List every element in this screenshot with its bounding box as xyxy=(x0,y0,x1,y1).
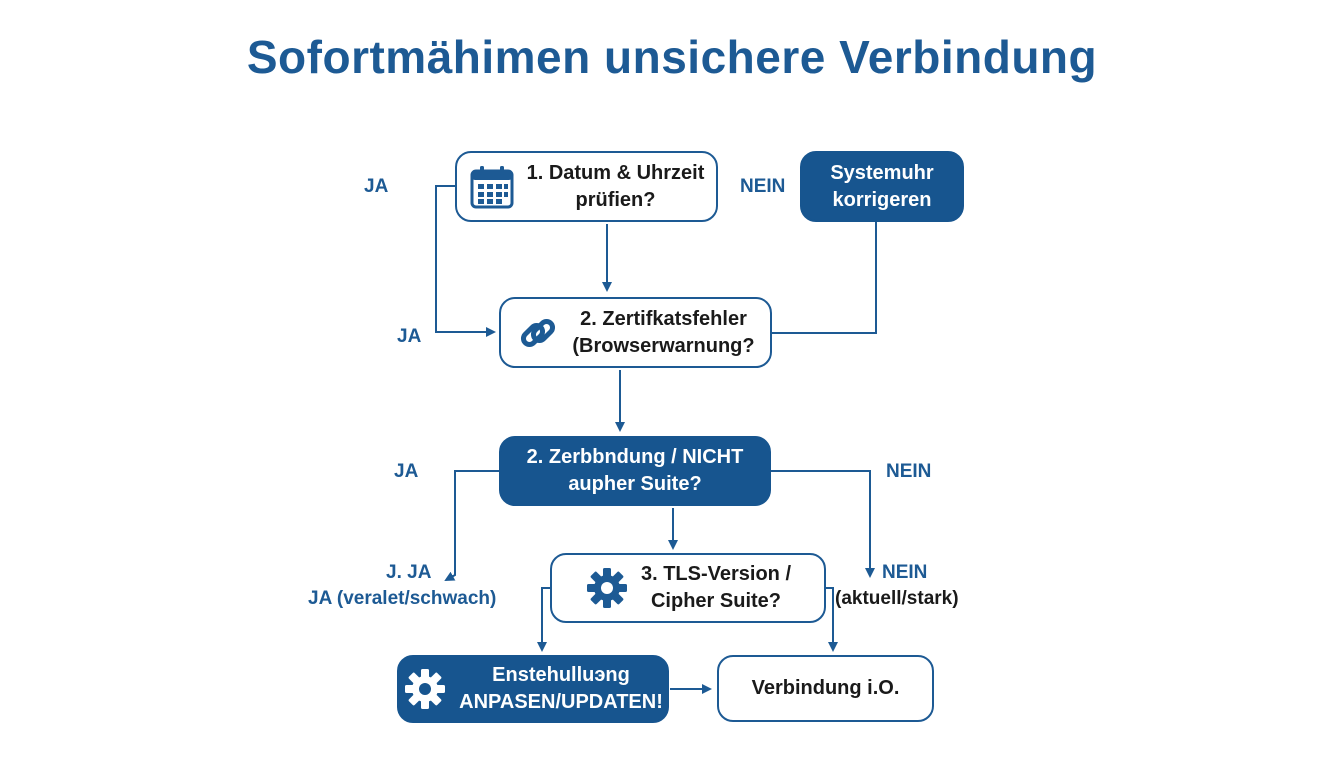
step-einstellung-line2: ANPASEN/UPDATEN! xyxy=(459,691,663,713)
step-tls-version: 3. TLS-Version / Cipher Suite? xyxy=(550,553,826,623)
page-title: Sofortmähimen unsichere Verbindung xyxy=(246,31,1098,83)
step-systemuhr-line2: korrigeren xyxy=(832,188,932,211)
arrow-ja-left-loop xyxy=(444,470,500,581)
step-datum-uhrzeit: 1. Datum & Uhrzeit prüfien? xyxy=(455,151,718,222)
line-systemuhr-to-zertifikat xyxy=(772,222,877,334)
step-systemuhr: Systemuhr korrigeren xyxy=(800,151,964,222)
arrow-nein-right xyxy=(770,470,875,578)
step-verbindung-io: Verbindung i.O. xyxy=(717,655,934,722)
label-nein-top: NEIN xyxy=(740,176,786,197)
step-einstellung-line1: Enstehulluэng xyxy=(492,664,630,686)
step-verbindung-line2: aupher Suite? xyxy=(568,473,702,495)
gear-icon xyxy=(403,667,447,711)
step-zertifikat-line2: (Browserwarnung? xyxy=(572,334,755,357)
arrow-ja-loop-top xyxy=(435,185,496,337)
step-tls-line1: 3. TLS-Version / xyxy=(640,563,792,585)
step-tls-line2: Cipher Suite? xyxy=(650,590,781,612)
gear-icon xyxy=(585,566,629,610)
step-zertifikat-line1: 2. Zertifkatsfehler xyxy=(580,307,747,330)
label-ja-veraltet: JA (veralet/schwach) xyxy=(308,588,497,609)
arrow-tls-to-einstellung xyxy=(537,587,552,652)
label-nein-bottom: NEIN xyxy=(882,562,928,583)
calendar-icon xyxy=(469,164,515,210)
link-icon xyxy=(516,311,560,355)
step-systemuhr-line1: Systemuhr xyxy=(830,161,934,184)
step-datum-line2: prüfien? xyxy=(575,188,656,211)
label-j-ja: J. JA xyxy=(386,562,432,583)
step-verbindung-line1: 2. Zerbbndung / NICHT xyxy=(526,446,744,468)
step-verbindung-nicht: 2. Zerbbndung / NICHT aupher Suite? xyxy=(499,436,771,506)
label-ja-third: JA xyxy=(394,461,419,482)
step-verbindung-io-line1: Verbindung i.O. xyxy=(751,677,900,699)
label-nein-third: NEIN xyxy=(886,461,932,482)
arrow-tls-to-io xyxy=(826,587,838,652)
step-einstellung-anpassen: Enstehulluэng ANPASEN/UPDATEN! xyxy=(397,655,669,723)
step-zertifikat: 2. Zertifkatsfehler (Browserwarnung? xyxy=(499,297,772,368)
label-ja-mid: JA xyxy=(397,326,422,347)
label-ja-top: JA xyxy=(364,176,389,197)
step-datum-line1: 1. Datum & Uhrzeit xyxy=(526,161,705,184)
label-aktuell-stark: (aktuell/stark) xyxy=(835,588,959,609)
